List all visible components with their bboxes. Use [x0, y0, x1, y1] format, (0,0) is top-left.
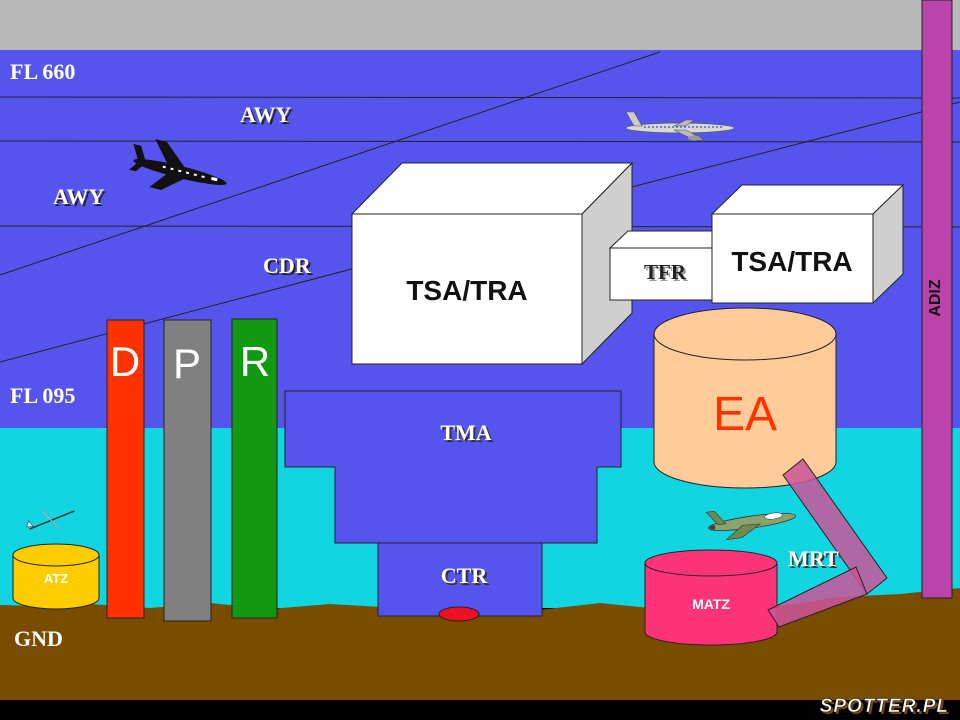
p-zone-column	[163, 319, 212, 622]
awy-lower-label: AWY	[53, 184, 104, 209]
mrt-label: MRT	[788, 546, 839, 571]
ctr-label: CTR	[441, 563, 489, 588]
ea-cylinder	[653, 307, 837, 489]
airliner-icon	[129, 139, 227, 190]
adiz-bar	[921, 0, 953, 599]
awy-upper-label-shadow: AWY	[242, 104, 293, 129]
mrt-route-band	[767, 458, 888, 628]
tfr-label: TFR	[644, 260, 687, 284]
fighter-jet-icon	[705, 510, 796, 541]
tma-ctr-shape	[284, 390, 622, 617]
mrt-label-shadow: MRT	[790, 548, 841, 573]
diagonal-routes	[0, 51, 960, 363]
tma-label: TMA	[440, 420, 491, 445]
ea-label: EA	[713, 388, 777, 441]
matz-cylinder	[644, 549, 778, 646]
atz-label: ATZ	[44, 571, 68, 586]
ctr-label-shadow: CTR	[443, 565, 491, 590]
level-fl660: FL 660	[10, 59, 75, 84]
cdr-label-shadow: CDR	[265, 255, 314, 280]
level-fl095: FL 095	[10, 383, 75, 408]
level-gnd: GND	[14, 626, 63, 651]
r-zone-label: R	[240, 338, 270, 385]
tsa-tra-large-box	[350, 161, 634, 366]
airport-marker	[438, 606, 480, 622]
glider-icon	[26, 510, 75, 531]
awy-lower-label-shadow: AWY	[55, 186, 106, 211]
watermark: SPOTTER.PL	[820, 696, 949, 717]
bottom-bar	[0, 700, 960, 720]
tsa-tra-large-label: TSA/TRA	[406, 275, 527, 306]
tma-label-shadow: TMA	[442, 422, 493, 447]
p-zone-label: P	[173, 340, 201, 387]
tsa-tra-small-box	[710, 183, 905, 305]
tfr-label-shadow: TFR	[646, 262, 689, 286]
cdr-label: CDR	[263, 253, 312, 278]
tfr-box	[608, 230, 734, 301]
top-band	[0, 0, 960, 50]
awy-upper-label: AWY	[240, 102, 291, 127]
r-zone-column	[231, 318, 278, 619]
d-zone-label: D	[110, 338, 140, 385]
watermark-shadow: SPOTTER.PL	[822, 698, 951, 719]
tsa-tra-small-label: TSA/TRA	[731, 246, 852, 277]
d-zone-column	[106, 319, 145, 619]
jetliner-icon	[625, 111, 735, 141]
adiz-label: ADIZ	[927, 279, 944, 317]
atz-cylinder	[12, 543, 100, 610]
matz-label: MATZ	[692, 596, 730, 612]
